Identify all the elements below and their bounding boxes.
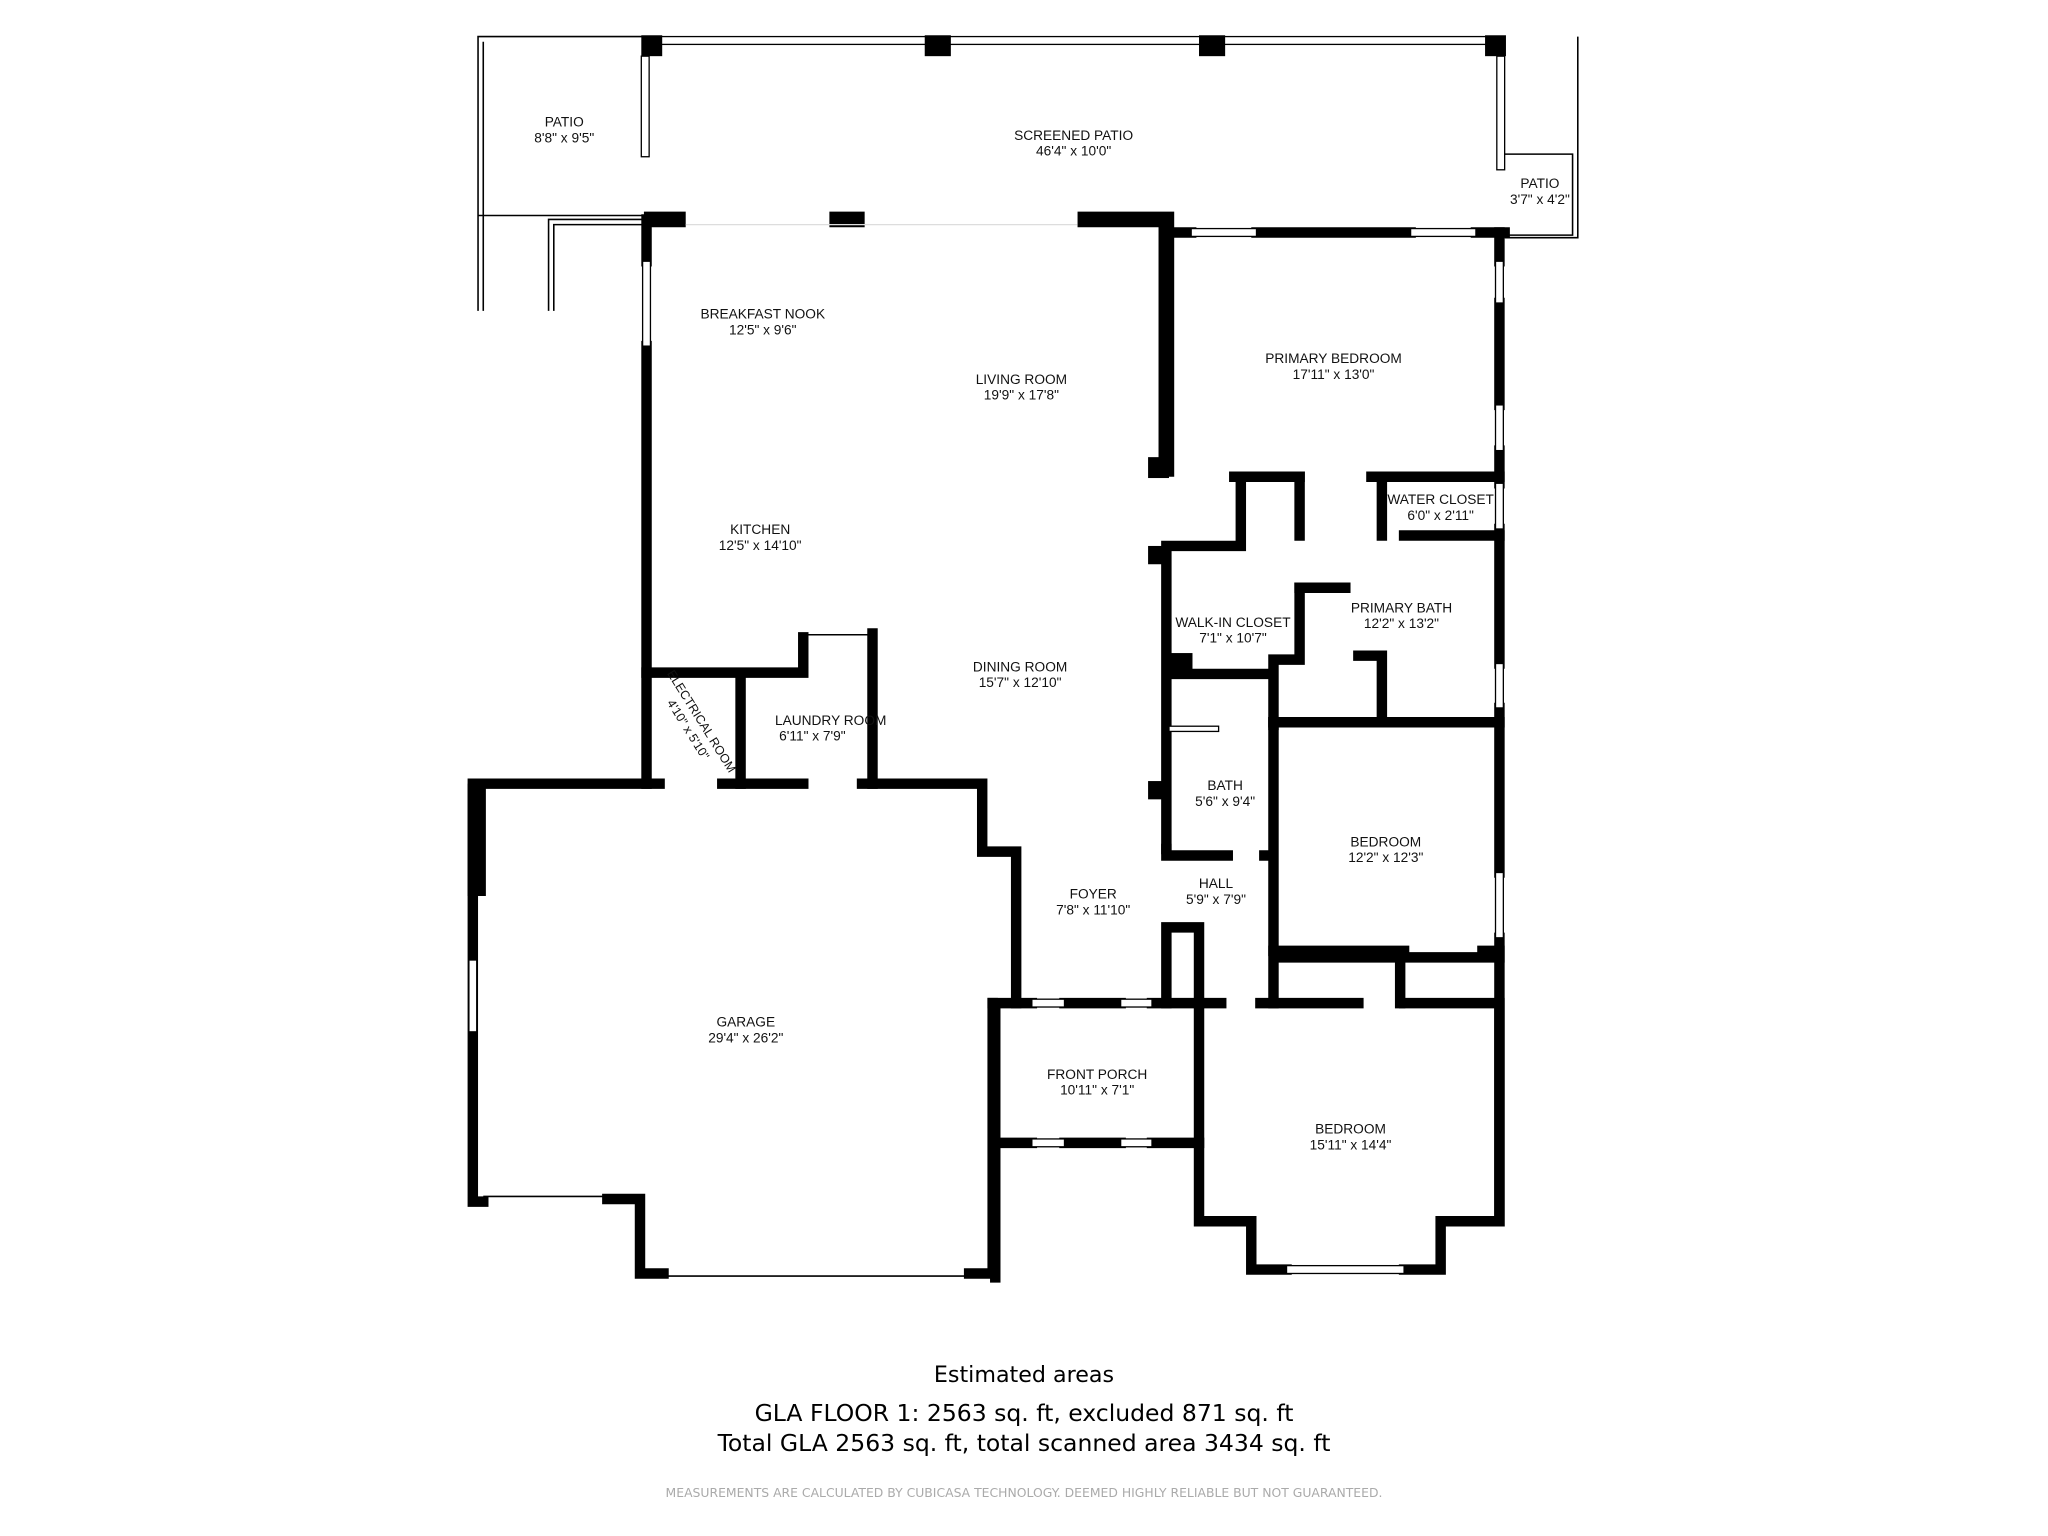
room-dims: 29'4" x 26'2": [708, 1030, 783, 1045]
room-name: HALL: [1199, 876, 1234, 891]
room-dims: 15'11" x 14'4": [1310, 1137, 1392, 1152]
room-dims: 15'7" x 12'10": [979, 675, 1062, 690]
disclaimer: MEASUREMENTS ARE CALCULATED BY CUBICASA …: [666, 1485, 1383, 1500]
room-name: BEDROOM: [1350, 834, 1421, 849]
room-name: BATH: [1207, 778, 1243, 793]
room-dims: 8'8" x 9'5": [534, 130, 594, 145]
summary-line-1: GLA FLOOR 1: 2563 sq. ft, excluded 871 s…: [755, 1399, 1294, 1427]
room-dims: 12'2" x 13'2": [1364, 616, 1439, 631]
room-name: SCREENED PATIO: [1014, 128, 1133, 143]
room-dims: 5'9" x 7'9": [1186, 892, 1246, 907]
room-name: FOYER: [1070, 887, 1117, 902]
room-dims: 7'1" x 10'7": [1199, 631, 1267, 646]
room-name: DINING ROOM: [973, 659, 1067, 674]
summary-line-2: Total GLA 2563 sq. ft, total scanned are…: [717, 1429, 1331, 1457]
room-name: WALK-IN CLOSET: [1175, 615, 1291, 630]
room-dims: 12'5" x 14'10": [719, 538, 802, 553]
walls: [467, 35, 1579, 1283]
room-name: LAUNDRY ROOM: [775, 713, 886, 728]
room-name: FRONT PORCH: [1047, 1067, 1147, 1082]
room-name: GARAGE: [716, 1015, 775, 1030]
room-name: BREAKFAST NOOK: [700, 307, 825, 322]
room-name: BEDROOM: [1315, 1122, 1386, 1137]
room-name: PRIMARY BATH: [1351, 601, 1452, 616]
room-dims: 10'11" x 7'1": [1060, 1083, 1134, 1098]
room-dims: 17'11" x 13'0": [1293, 367, 1375, 382]
room-name: WATER CLOSET: [1387, 492, 1494, 507]
room-dims: 6'0" x 2'11": [1407, 508, 1474, 523]
room-labels: PATIO 8'8" x 9'5" SCREENED PATIO 46'4" x…: [534, 115, 1570, 1153]
room-dims: 5'6" x 9'4": [1195, 794, 1255, 809]
summary-heading: Estimated areas: [934, 1362, 1114, 1388]
room-name: LIVING ROOM: [976, 372, 1067, 387]
room-name: PRIMARY BEDROOM: [1265, 351, 1402, 366]
room-dims: 12'5" x 9'6": [729, 322, 797, 337]
room-name: KITCHEN: [730, 522, 790, 537]
room-dims: 19'9" x 17'8": [984, 388, 1059, 403]
room-name: PATIO: [1520, 176, 1559, 191]
room-dims: 12'2" x 12'3": [1348, 850, 1423, 865]
room-name: PATIO: [545, 115, 584, 130]
room-dims: 46'4" x 10'0": [1036, 143, 1111, 158]
area-summary: Estimated areas GLA FLOOR 1: 2563 sq. ft…: [666, 1362, 1383, 1500]
room-dims: 6'11" x 7'9": [779, 729, 846, 744]
room-dims: 7'8" x 11'10": [1056, 902, 1130, 917]
room-dims: 3'7" x 4'2": [1510, 192, 1570, 207]
